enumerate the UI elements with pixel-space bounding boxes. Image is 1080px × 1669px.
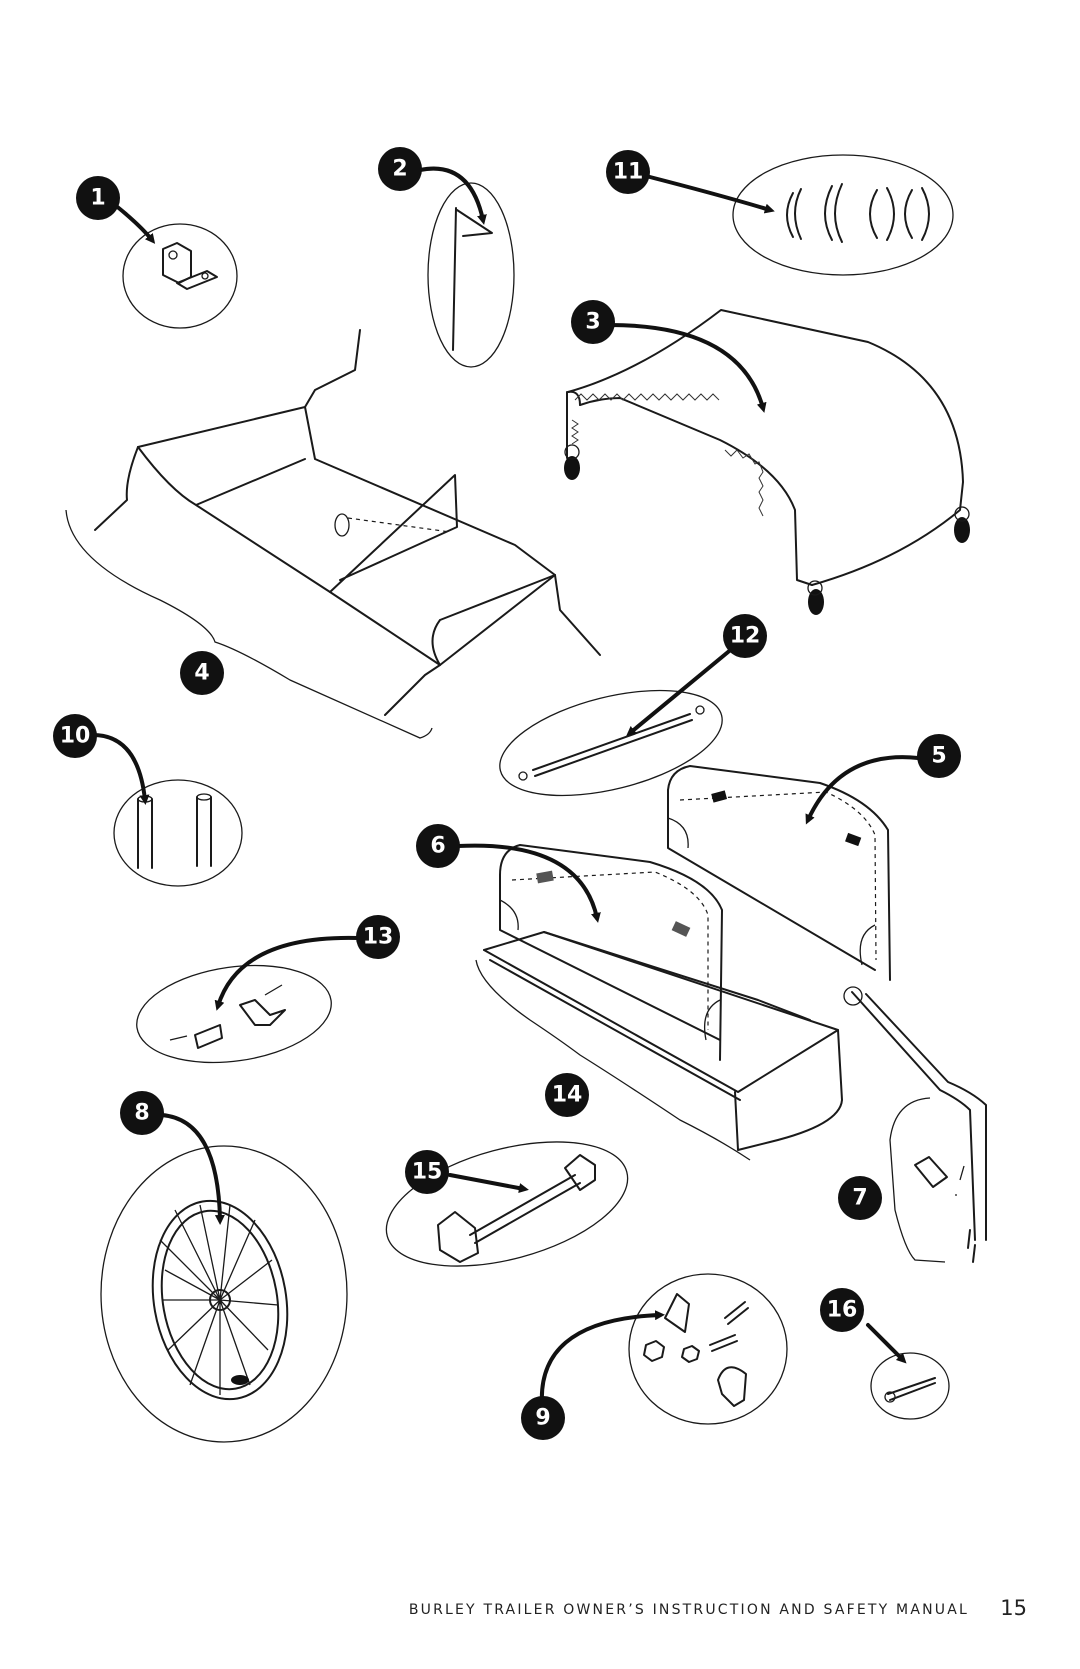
svg-text:7: 7	[852, 1186, 867, 1211]
svg-text:5: 5	[931, 744, 946, 769]
svg-text:9: 9	[535, 1406, 550, 1431]
part-13-hardware	[136, 964, 332, 1064]
callout-arrows	[91, 166, 920, 1417]
callout-badge-11: 11	[606, 150, 650, 194]
svg-text:8: 8	[134, 1101, 149, 1126]
page-number: 15	[1000, 1596, 1027, 1620]
callout-badge-3: 3	[571, 300, 615, 344]
svg-text:12: 12	[730, 624, 761, 649]
part-11-clips	[732, 154, 954, 276]
part-8-wheel	[100, 1145, 348, 1443]
part-4-floor-sling	[65, 329, 601, 739]
part-1-hitch-bracket	[122, 223, 238, 329]
callout-badge-6: 6	[416, 824, 460, 868]
part-6-side-panel	[499, 844, 723, 1061]
svg-text:11: 11	[613, 160, 644, 185]
callout-badge-12: 12	[723, 614, 767, 658]
callout-badge-15: 15	[405, 1150, 449, 1194]
callout-badge-7: 7	[838, 1176, 882, 1220]
svg-text:13: 13	[363, 925, 394, 950]
callout-badge-16: 16	[820, 1288, 864, 1332]
svg-text:15: 15	[412, 1160, 443, 1185]
callout-badge-5: 5	[917, 734, 961, 778]
svg-text:3: 3	[585, 310, 600, 335]
page-footer: BURLEY TRAILER OWNER’S INSTRUCTION AND S…	[0, 1596, 1080, 1626]
part-2-safety-flag	[427, 182, 515, 368]
part-10-axle-tubes	[113, 779, 243, 887]
svg-text:2: 2	[392, 157, 407, 182]
callout-badge-2: 2	[378, 147, 422, 191]
svg-text:16: 16	[827, 1298, 858, 1323]
part-3-canopy	[564, 309, 970, 615]
callout-badge-8: 8	[120, 1091, 164, 1135]
part-9-hardware-kit	[628, 1273, 788, 1425]
callout-badge-14: 14	[545, 1073, 589, 1117]
part-5-side-panel	[667, 765, 891, 981]
svg-text:10: 10	[60, 724, 91, 749]
callout-badge-4: 4	[180, 651, 224, 695]
svg-text:6: 6	[430, 834, 445, 859]
part-15-hitch-pin	[385, 1141, 629, 1267]
manual-title: BURLEY TRAILER OWNER’S INSTRUCTION AND S…	[408, 1602, 969, 1618]
svg-text:4: 4	[194, 661, 209, 686]
callout-badge-9: 9	[521, 1396, 565, 1440]
part-14-frame	[475, 931, 843, 1161]
part-16-safety-pin	[870, 1352, 950, 1420]
part-12-cross-rod	[499, 689, 723, 797]
svg-text:14: 14	[552, 1083, 583, 1108]
callout-badge-1: 1	[76, 176, 120, 220]
svg-text:1: 1	[90, 186, 105, 211]
callout-badge-13: 13	[356, 915, 400, 959]
part-7-tow-bar	[843, 986, 987, 1263]
callout-badge-10: 10	[53, 714, 97, 758]
